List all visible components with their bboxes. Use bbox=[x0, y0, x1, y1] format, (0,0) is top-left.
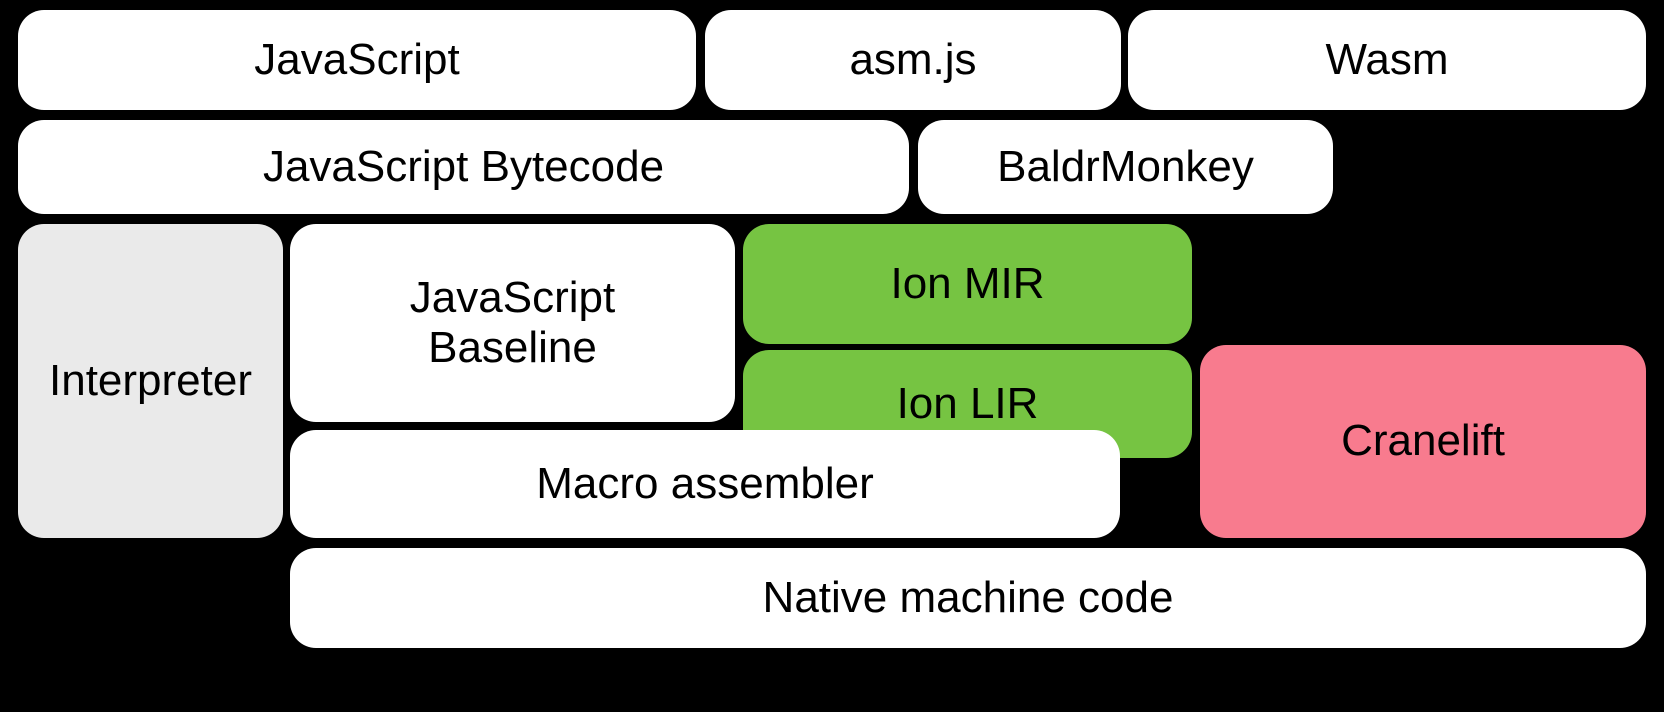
node-interpreter: Interpreter bbox=[18, 224, 283, 538]
node-cranelift: Cranelift bbox=[1200, 345, 1646, 538]
node-wasm: Wasm bbox=[1128, 10, 1646, 110]
node-asmjs: asm.js bbox=[705, 10, 1121, 110]
node-macro-assembler: Macro assembler bbox=[290, 430, 1120, 538]
node-baldrmonkey: BaldrMonkey bbox=[918, 120, 1333, 214]
node-javascript-bytecode: JavaScript Bytecode bbox=[18, 120, 909, 214]
node-javascript-baseline: JavaScript Baseline bbox=[290, 224, 735, 422]
node-native-machine-code: Native machine code bbox=[290, 548, 1646, 648]
node-javascript: JavaScript bbox=[18, 10, 696, 110]
node-ion-mir: Ion MIR bbox=[743, 224, 1192, 344]
